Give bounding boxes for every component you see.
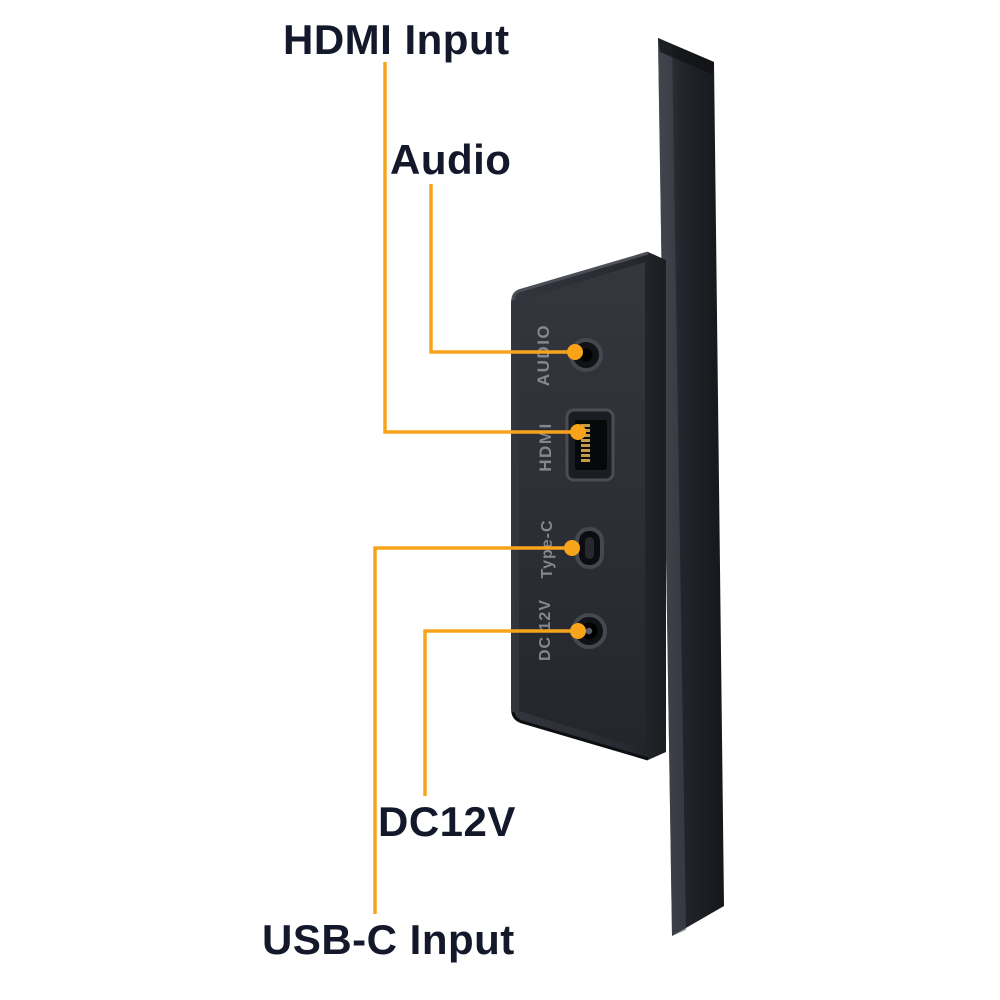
port-housing xyxy=(511,251,666,761)
audio-port-label: AUDIO xyxy=(534,324,553,386)
audio-callout-label: Audio xyxy=(390,136,512,183)
usbc-leader-dot xyxy=(564,540,580,556)
dc-leader-dot xyxy=(570,623,586,639)
housing-bottom-edge xyxy=(511,711,649,761)
port-housing-face xyxy=(519,262,645,750)
monitor-side-panel xyxy=(658,38,724,936)
usbc-input-callout-label: USB-C Input xyxy=(262,916,515,963)
hdmi-port xyxy=(565,408,615,482)
audio-leader-dot xyxy=(567,344,583,360)
leader-lines xyxy=(373,62,576,914)
housing-top-edge xyxy=(511,251,649,301)
hdmi-port-label: HDMI xyxy=(536,422,555,471)
usbc-port xyxy=(575,527,604,569)
hdmi-leader-dot xyxy=(570,424,586,440)
hdmi-input-callout-label: HDMI Input xyxy=(283,16,510,63)
panel-top-bevel xyxy=(658,38,714,74)
leader-dots xyxy=(564,344,586,639)
hdmi-leader-line xyxy=(383,62,576,434)
dc-leader-line xyxy=(423,629,576,796)
audio-leader-line xyxy=(429,184,573,354)
dc12v-callout-label: DC12V xyxy=(378,798,516,845)
usbc-leader-line xyxy=(373,546,570,914)
